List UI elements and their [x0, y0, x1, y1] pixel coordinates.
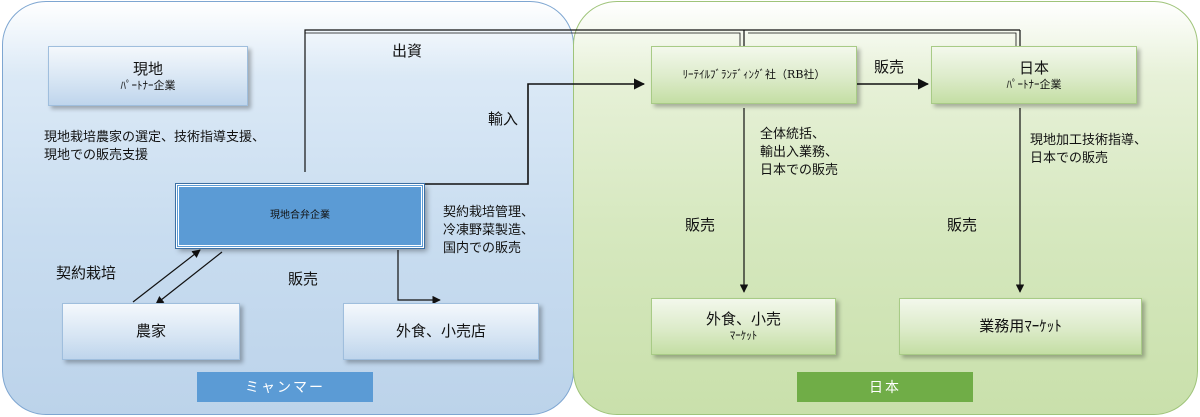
- partner-role-text: 現地栽培農家の選定、技術指導支援、 現地での販売支援: [44, 129, 265, 165]
- joint-venture-box: 現地合弁企業: [175, 183, 425, 249]
- investment-line-offset: [305, 32, 741, 46]
- local-partner-subtitle: ﾊﾟｰﾄﾅｰ企業: [120, 78, 176, 92]
- rb-company-box: ﾘｰﾃｲﾙﾌﾞﾗﾝﾃﾞｨﾝｸﾞ社（RB社）: [651, 46, 857, 104]
- sales-rb-partner-label: 販売: [874, 58, 905, 76]
- sales-mm-label: 販売: [288, 270, 319, 288]
- jp-partner-role-line: 日本での販売: [1030, 151, 1109, 167]
- rb-role-line: 輸出入業務、: [760, 145, 839, 161]
- jp-retail-subtitle: ﾏｰｹｯﾄ: [729, 329, 758, 342]
- sales-mm-arrow: [397, 250, 441, 305]
- jp-partner-title: 日本: [1018, 58, 1049, 77]
- jp-partner-box: 日本 ﾊﾟｰﾄﾅｰ企業: [931, 46, 1137, 104]
- jp-partner-subtitle: ﾊﾟｰﾄﾅｰ企業: [1006, 77, 1062, 91]
- partner-role-line: 現地栽培農家の選定、技術指導支援、: [44, 130, 266, 145]
- jp-business-box: 業務用ﾏｰｹｯﾄ: [899, 298, 1142, 355]
- myanmar-region-label: ミャンマー: [197, 372, 373, 402]
- rb-role-line: 日本での販売: [760, 163, 839, 179]
- jv-role-line: 国内での販売: [443, 241, 522, 257]
- investment-label: 出資: [392, 42, 423, 60]
- japan-region-label: 日本: [797, 372, 973, 402]
- rb-company-title: ﾘｰﾃｲﾙﾌﾞﾗﾝﾃﾞｨﾝｸﾞ社（RB社）: [682, 68, 826, 82]
- jp-partner-role-line: 現地加工技術指導、: [1030, 133, 1148, 148]
- rb-role-text: 全体統括、 輸出入業務、 日本での販売: [760, 126, 838, 181]
- rb-role-line: 全体統括、: [760, 127, 826, 142]
- jp-business-title: 業務用ﾏｰｹｯﾄ: [979, 317, 1062, 336]
- farmers-title: 農家: [135, 322, 166, 341]
- farmers-box: 農家: [62, 303, 240, 360]
- joint-venture-title: 現地合弁企業: [270, 209, 330, 221]
- myanmar-market-box: 外食、小売店: [343, 303, 539, 360]
- local-partner-box: 現地 ﾊﾟｰﾄﾅｰ企業: [48, 46, 248, 106]
- sales-rb-retail-label: 販売: [685, 216, 716, 234]
- contract-farming-label: 契約栽培: [56, 264, 117, 282]
- jv-role-text: 契約栽培管理、 冷凍野菜製造、 国内での販売: [443, 204, 534, 259]
- myanmar-market-title: 外食、小売店: [395, 322, 486, 341]
- jv-role-line: 冷凍野菜製造、: [443, 223, 535, 239]
- sales-partner-business-label: 販売: [947, 216, 978, 234]
- import-arrow: [425, 78, 646, 185]
- contract-farming-arrow-down: [155, 251, 223, 305]
- jp-retail-title: 外食、小売: [705, 310, 781, 329]
- investment-line-offset-2: [748, 32, 1017, 46]
- investment-line: [304, 29, 1020, 172]
- jp-partner-role-text: 現地加工技術指導、 日本での販売: [1030, 132, 1147, 168]
- jp-retail-box: 外食、小売 ﾏｰｹｯﾄ: [651, 298, 836, 355]
- partner-role-line: 現地での販売支援: [44, 148, 149, 164]
- local-partner-title: 現地: [132, 59, 163, 78]
- import-label: 輸入: [488, 110, 519, 128]
- jv-role-line: 契約栽培管理、: [443, 205, 535, 220]
- contract-farming-arrow-up: [132, 249, 201, 303]
